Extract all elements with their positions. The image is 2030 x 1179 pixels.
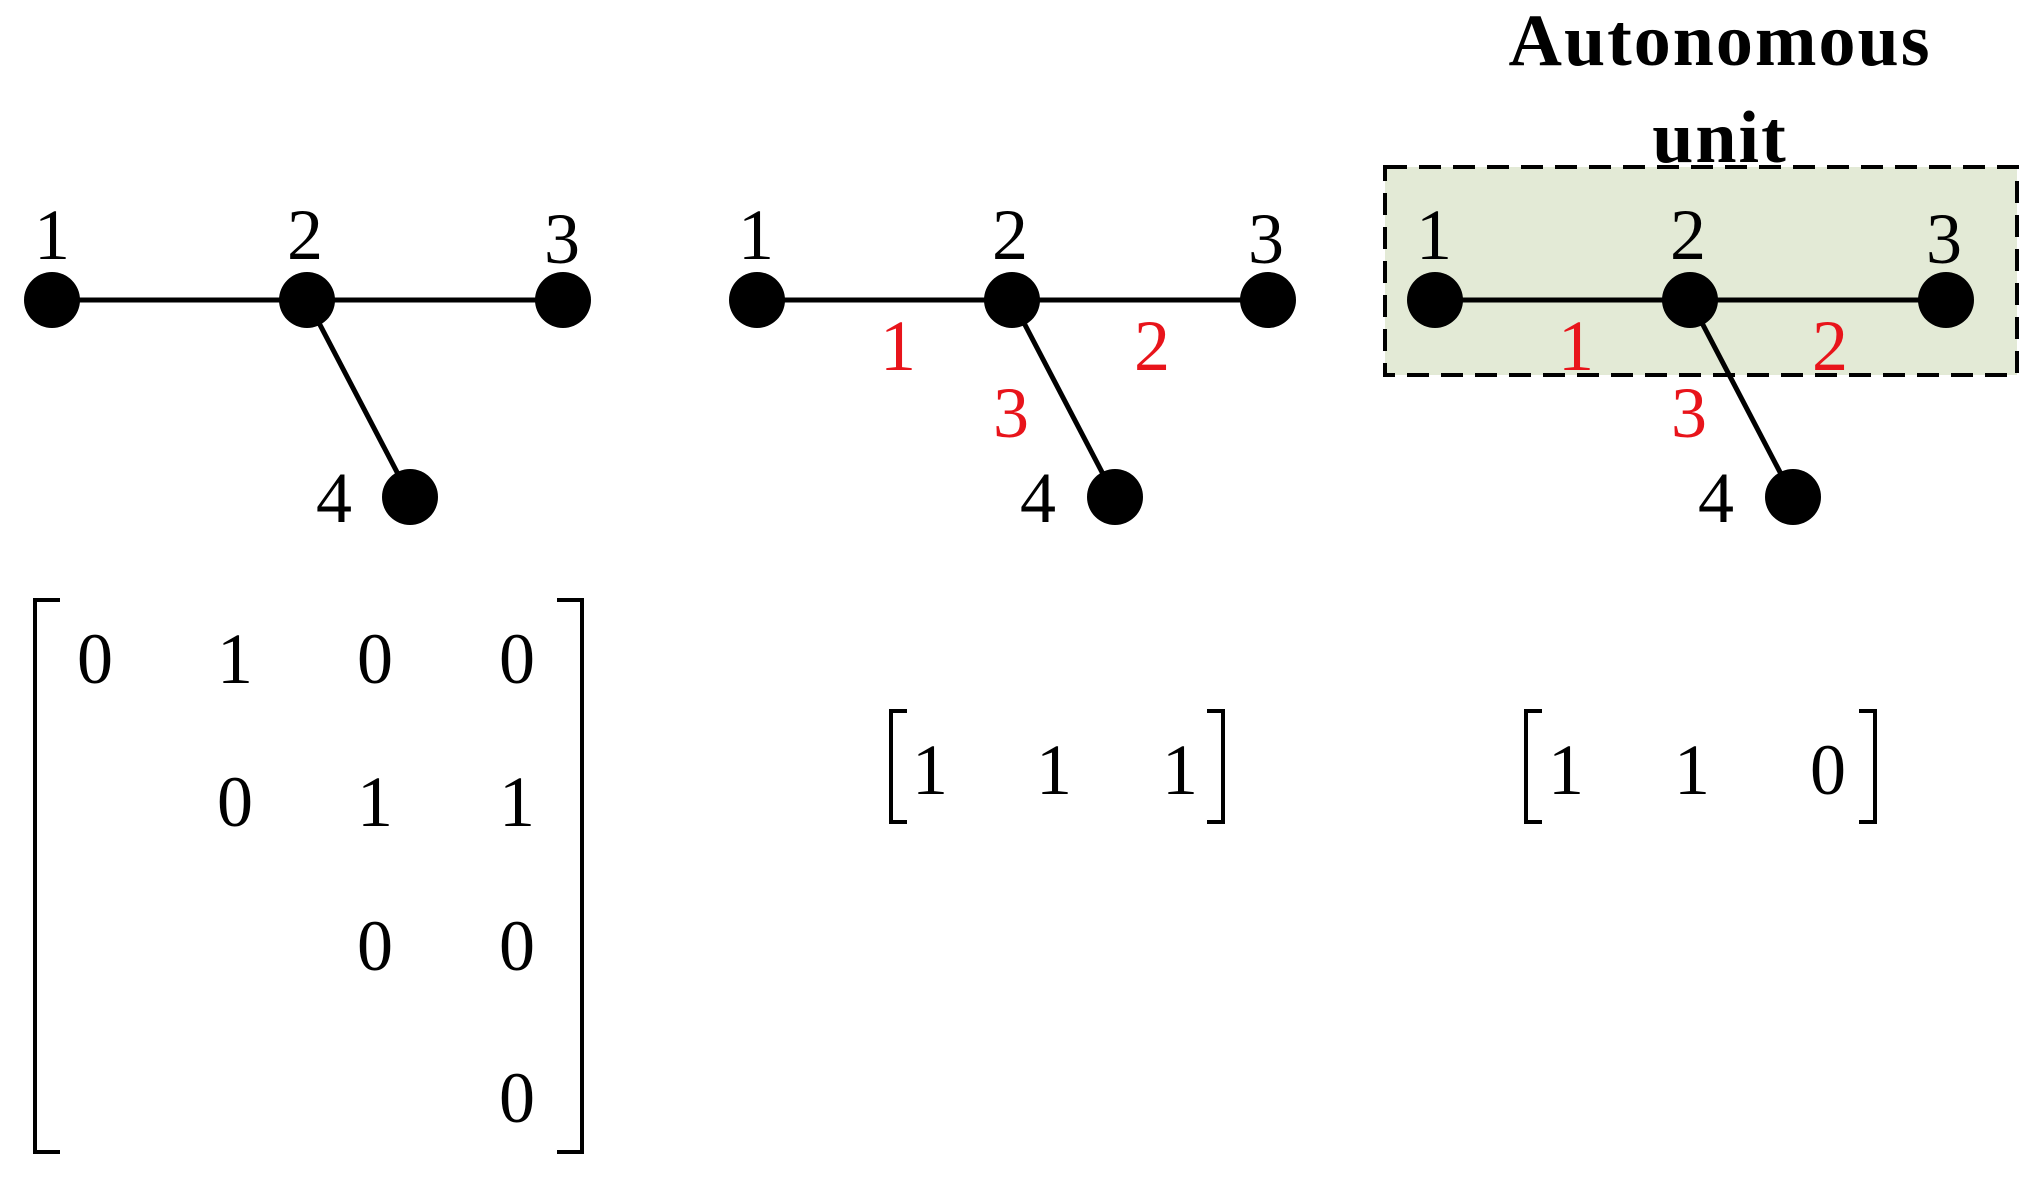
vector-unit-right-bracket — [1859, 709, 1877, 824]
node-3 — [1918, 272, 1974, 328]
node-label-1: 1 — [738, 195, 774, 275]
autonomous-unit-box — [1383, 165, 2019, 377]
vector-full-entry-2: 1 — [1036, 730, 1072, 810]
edge-label-2: 2 — [1812, 306, 1848, 386]
edge-label-2: 2 — [1134, 306, 1170, 386]
node-label-1: 1 — [1416, 195, 1452, 275]
matrix-right-bracket — [557, 598, 584, 1154]
node-2 — [279, 272, 335, 328]
edge-2-4 — [304, 298, 413, 499]
node-1 — [24, 272, 80, 328]
node-label-4: 4 — [316, 458, 352, 538]
matrix-cell-r2c4: 1 — [499, 762, 535, 842]
node-3 — [535, 272, 591, 328]
node-label-3: 3 — [1248, 199, 1284, 279]
vector-unit-entry-2: 1 — [1674, 730, 1710, 810]
vector-unit-left-bracket — [1524, 709, 1542, 824]
matrix-cell-r1c4: 0 — [499, 619, 535, 699]
matrix-cell-r4c4: 0 — [499, 1058, 535, 1138]
edge-2-4 — [1009, 298, 1118, 499]
vector-unit-entry-1: 1 — [1548, 730, 1584, 810]
node-2 — [1662, 272, 1718, 328]
edge-label-1: 1 — [880, 306, 916, 386]
edge-label-3: 3 — [1671, 373, 1707, 453]
node-4 — [1087, 469, 1143, 525]
matrix-left-bracket — [33, 598, 60, 1154]
matrix-cell-r2c3: 1 — [357, 762, 393, 842]
node-label-2: 2 — [287, 195, 323, 275]
matrix-cell-r3c3: 0 — [357, 906, 393, 986]
node-label-3: 3 — [544, 199, 580, 279]
edge-vector-full: 1 1 1 — [889, 709, 1225, 824]
vector-full-entry-1: 1 — [912, 730, 948, 810]
matrix-cell-r2c2: 0 — [217, 762, 253, 842]
edge-vector-unit: 1 1 0 — [1524, 709, 1877, 824]
node-label-3: 3 — [1926, 199, 1962, 279]
edge-2-4 — [1687, 298, 1796, 499]
node-label-2: 2 — [1670, 195, 1706, 275]
panel-graph-labeled: 1 2 3 4 1 2 3 — [729, 195, 1296, 538]
node-1 — [729, 272, 785, 328]
panel-graph-plain: 1 2 3 4 — [24, 195, 591, 538]
node-label-1: 1 — [34, 195, 70, 275]
node-3 — [1240, 272, 1296, 328]
vector-unit-entry-3: 0 — [1810, 730, 1846, 810]
adjacency-matrix: 0 1 0 0 0 1 1 0 0 0 — [33, 598, 584, 1154]
vector-full-entry-3: 1 — [1162, 730, 1198, 810]
panel-autonomous-unit: Autonomous unit 1 2 3 4 1 2 3 — [1383, 0, 2019, 538]
matrix-cell-r1c1: 0 — [77, 619, 113, 699]
edge-label-1: 1 — [1558, 306, 1594, 386]
node-label-4: 4 — [1698, 458, 1734, 538]
title-line-1: Autonomous — [1509, 0, 1932, 82]
matrix-cell-r3c4: 0 — [499, 906, 535, 986]
node-label-2: 2 — [992, 195, 1028, 275]
node-label-4: 4 — [1020, 458, 1056, 538]
title-line-2: unit — [1652, 97, 1788, 179]
node-4 — [382, 469, 438, 525]
matrix-cell-r1c3: 0 — [357, 619, 393, 699]
edge-label-3: 3 — [993, 373, 1029, 453]
matrix-cell-r1c2: 1 — [217, 619, 253, 699]
node-2 — [984, 272, 1040, 328]
node-4 — [1765, 469, 1821, 525]
node-1 — [1407, 272, 1463, 328]
vector-full-right-bracket — [1207, 709, 1225, 824]
vector-full-left-bracket — [889, 709, 907, 824]
